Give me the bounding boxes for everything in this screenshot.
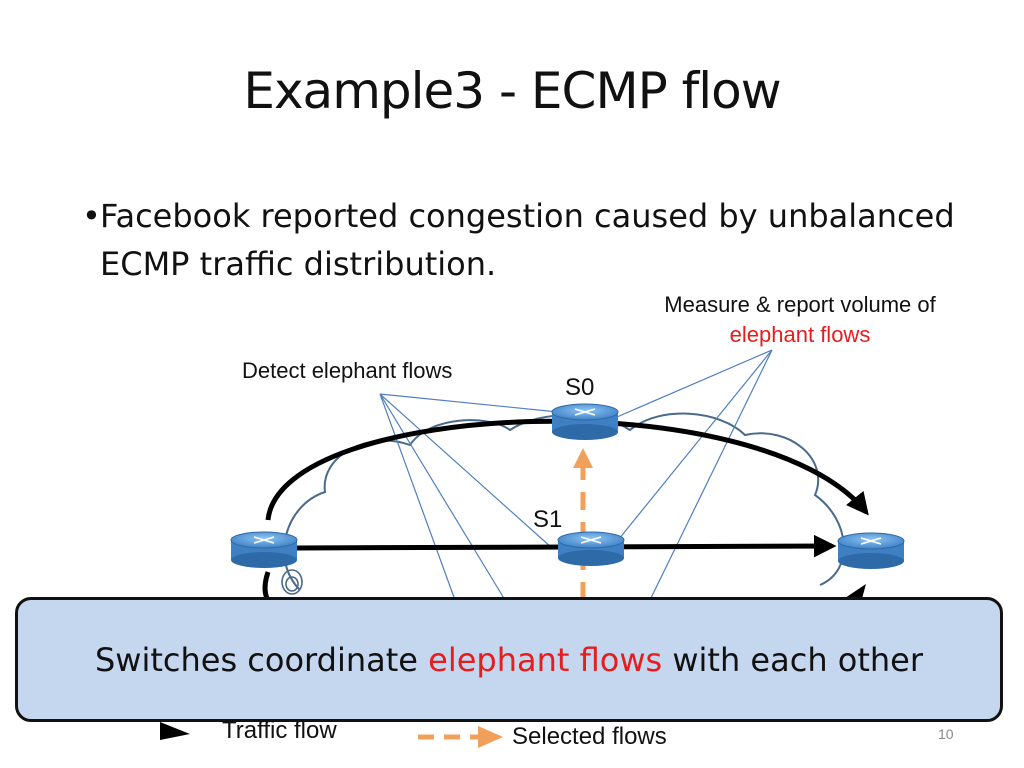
callout-text-highlight: elephant flows (428, 640, 663, 679)
callout-box: Switches coordinate elephant flows with … (15, 597, 1003, 722)
legend-traffic-flow-arrow-icon (160, 722, 190, 740)
node-label-s0: S0 (565, 374, 595, 401)
measure-report-label-line2: elephant flows (729, 322, 871, 347)
legend-selected-flows-label: Selected flows (512, 723, 667, 750)
annotation-lines (379, 349, 773, 601)
bullet-text: Facebook reported congestion caused by u… (100, 197, 955, 283)
loop-swirl (281, 569, 303, 595)
bullet-point: • Facebook reported congestion caused by… (82, 192, 982, 288)
slide-number: 10 (938, 726, 954, 742)
bullet-marker: • (82, 197, 101, 235)
measure-report-label: Measure & report volume of elephant flow… (600, 290, 1000, 350)
detect-elephant-flows-label: Detect elephant flows (242, 358, 453, 383)
router-s1-icon (557, 531, 625, 566)
network-cloud (283, 412, 845, 591)
traffic-flow-upper-arrow (265, 418, 869, 521)
node-label-s1: S1 (533, 506, 563, 533)
router-left-icon (230, 531, 298, 568)
callout-text-before: Switches coordinate (94, 640, 429, 679)
slide-title: Example3 - ECMP flow (243, 62, 781, 120)
router-right-icon (837, 532, 905, 569)
legend-selected-flow-arrow-icon (418, 726, 503, 748)
measure-report-label-line1: Measure & report volume of (664, 292, 936, 317)
callout-text-after: with each other (662, 640, 924, 679)
router-s0-icon (551, 403, 619, 440)
